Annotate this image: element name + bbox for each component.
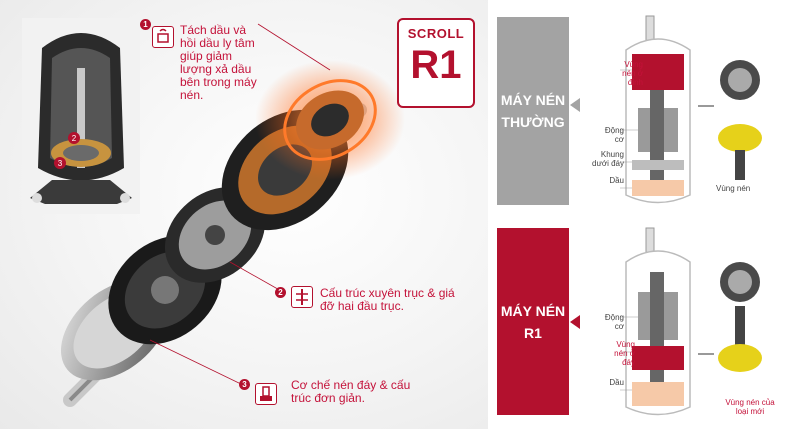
regular-compressor-label: MÁY NÉN THƯỜNG [497,17,569,205]
oil-separator-icon [152,26,174,48]
svg-text:2: 2 [72,134,77,143]
r1-compressor-diagram [570,227,762,416]
regular-top-zone-label: Vùng nén ở đỉnh [622,60,643,87]
callout-1-text: Tách dầu và hồi dầu ly tâm giúp giảm lượ… [180,23,257,102]
regular-frame-label: Khung dưới đáy [592,150,624,168]
svg-text:3: 3 [58,159,63,168]
callout-number-badge: 3 [239,379,250,390]
regular-compressor-diagram [570,15,762,204]
regular-motor-label: Động cơ [604,126,624,144]
r1-motor-label: Động cơ [604,313,624,331]
r1-compressor-label-text: MÁY NÉN R1 [500,302,566,341]
r1-oil-label: Dầu [609,378,624,387]
compressor-cutaway-thumbnail: 2 3 [22,18,140,214]
callout-number-badge: 2 [275,287,286,298]
regular-side-label: Vùng nén [716,184,751,193]
exploded-compressor-illustration [60,23,405,407]
r1-compressor-label: MÁY NÉN R1 [497,228,569,415]
r1-bottom-zone-label: Vùng nén ở đáy [614,340,635,367]
badge-line2: R1 [410,43,462,87]
regular-compressor-label-text: MÁY NÉN THƯỜNG [500,92,566,130]
shaft-support-icon [291,286,313,308]
bottom-compression-icon [255,383,277,405]
exploded-compressor-panel: 2 3 1 Tách dầu và hồi dầu ly tâm giúp gi… [0,0,488,429]
badge-line1: SCROLL [407,26,465,41]
callout-2-text: Cấu trúc xuyên trục & giá đỡ hai đầu trụ… [320,286,455,313]
callout-3-text: Cơ chế nén đáy & cấu trúc đơn giản. [291,378,411,405]
r1-side-label: Vùng nén của loại mới [725,398,775,416]
callout-number-badge: 1 [140,19,151,30]
scroll-r1-badge: SCROLL R1 [397,18,475,108]
regular-oil-label: Dầu [609,176,624,185]
